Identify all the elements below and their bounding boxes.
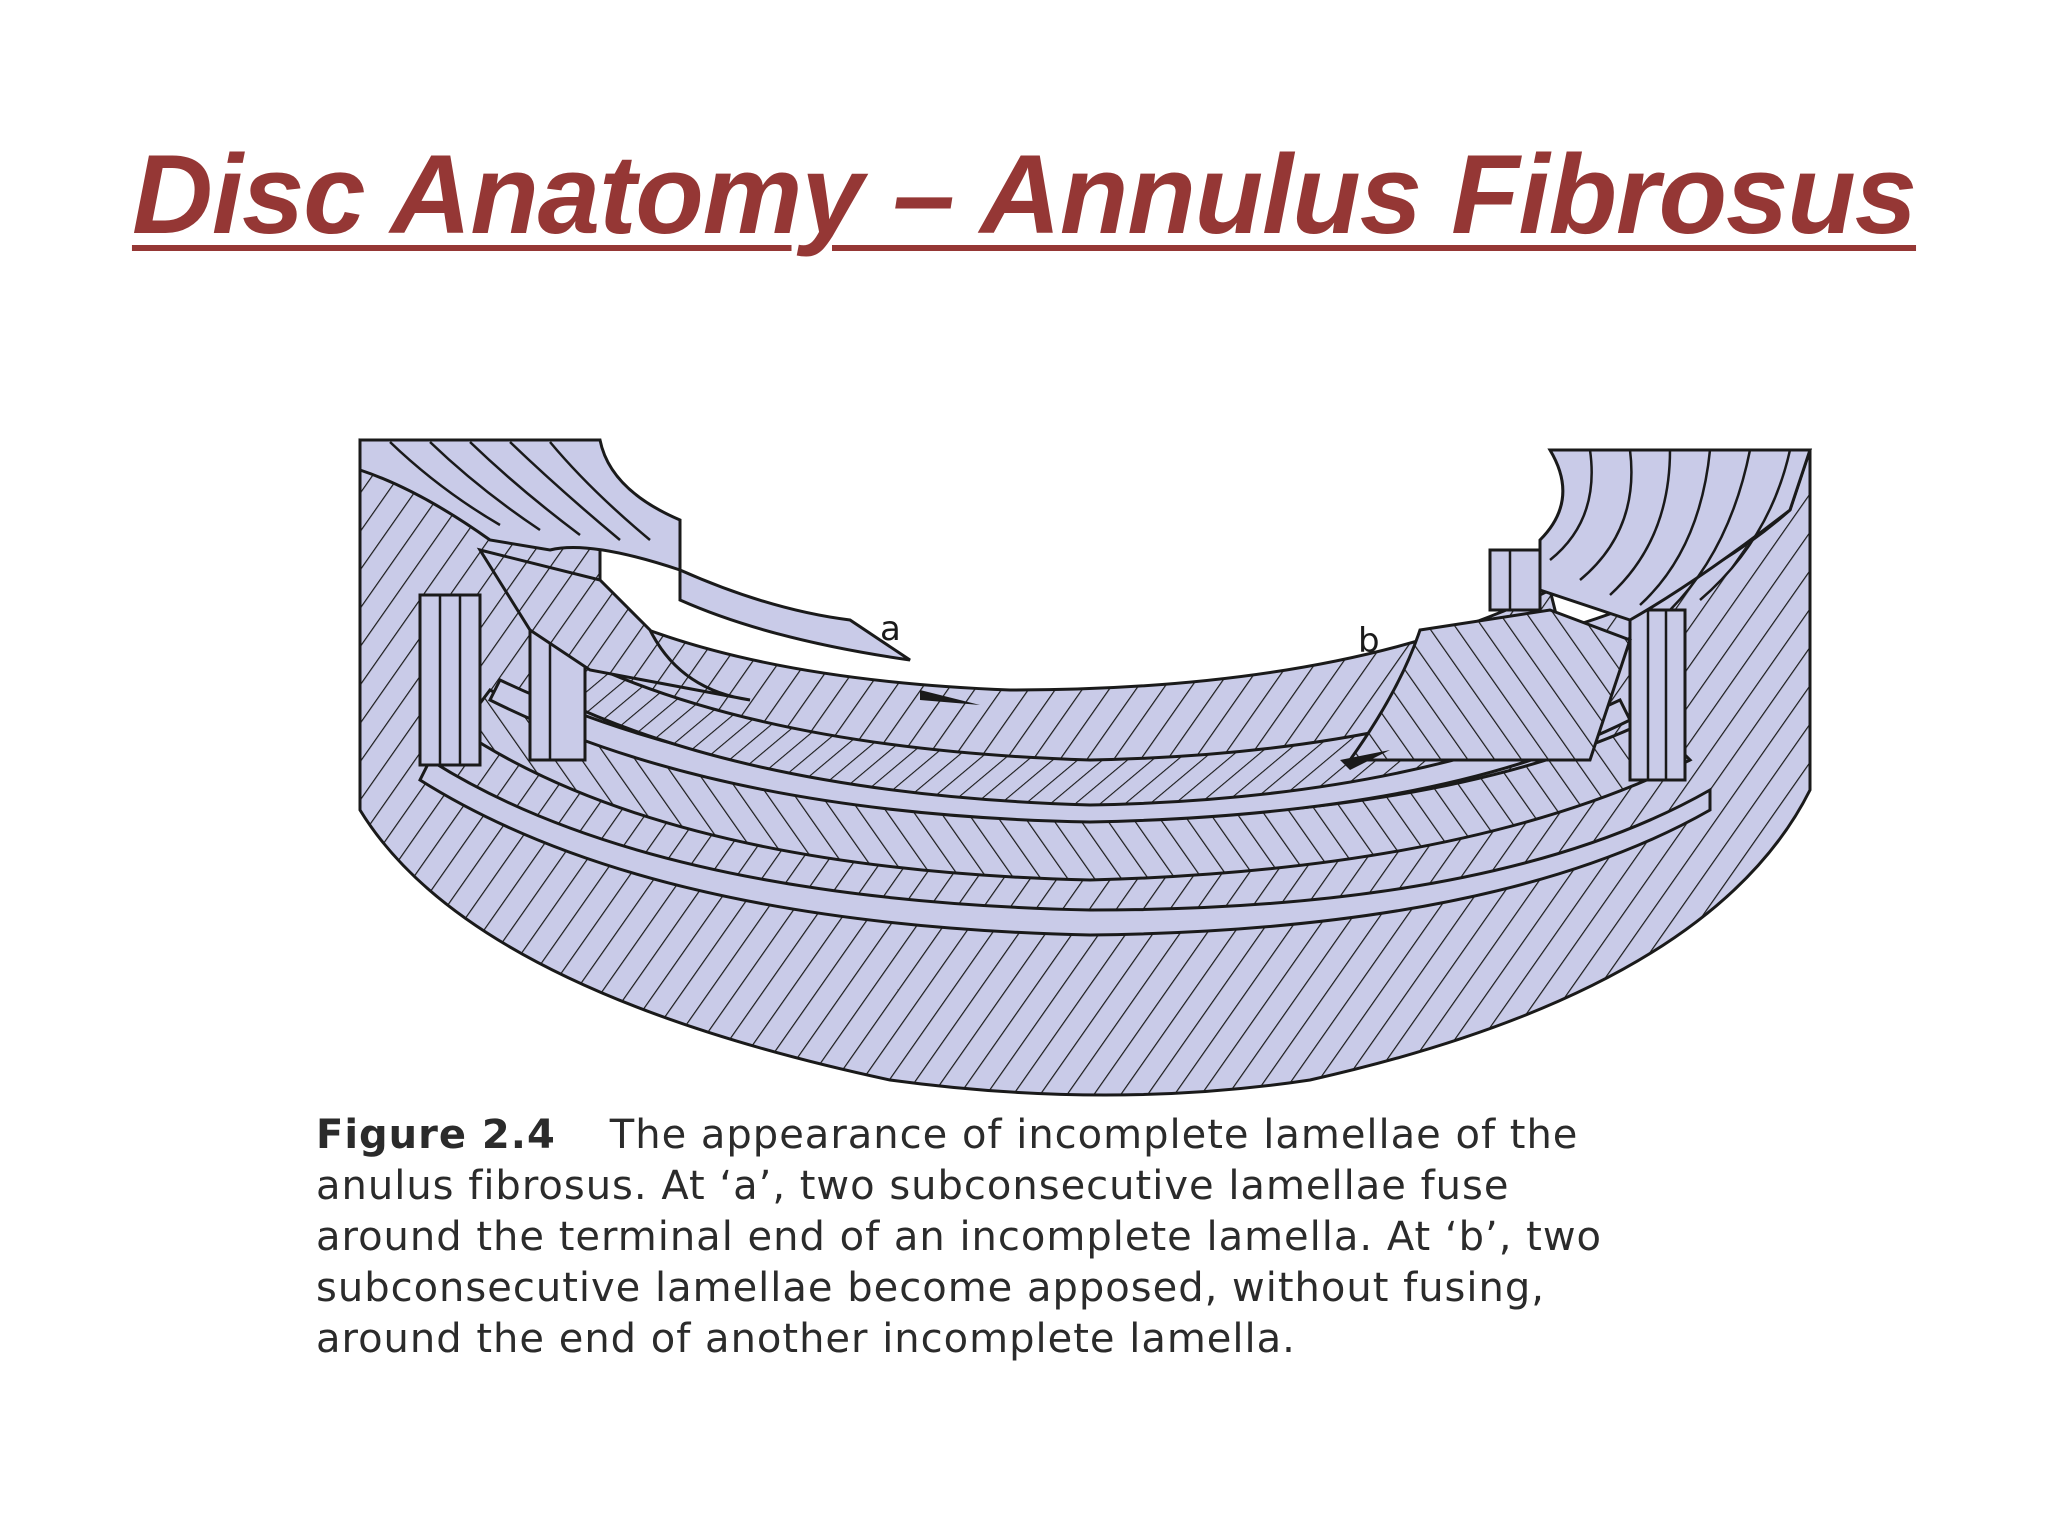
left-end-block-outer (418, 593, 482, 767)
top-left-lamellae (358, 438, 682, 573)
caption-line-4: subconsecutive lamellae become apposed, … (316, 1265, 1545, 1311)
fusion-mark-a (920, 690, 980, 705)
right-end-block-outer (1628, 608, 1687, 782)
fusion-mark-b (1340, 750, 1390, 770)
top-right-lamellae (1538, 448, 1813, 622)
figure-number: Figure 2.4 (316, 1112, 556, 1158)
right-end-block-inner (1488, 548, 1542, 612)
right-wedge (1347, 608, 1632, 762)
annulus-fibrosus-illustration: a b (358, 438, 1813, 1097)
label-a: a (880, 609, 901, 649)
outer-lamella (418, 757, 1712, 937)
caption-line-3: around the terminal end of an incomplete… (316, 1214, 1602, 1260)
slide-title: Disc Anatomy – Annulus Fibrosus (131, 132, 1917, 257)
left-wedge (476, 547, 751, 702)
label-b: b (1358, 621, 1380, 661)
caption-line-5: around the end of another incomplete lam… (316, 1316, 1296, 1362)
caption-line-2: anulus fibrosus. At ‘a’, two subconsecut… (316, 1163, 1510, 1209)
